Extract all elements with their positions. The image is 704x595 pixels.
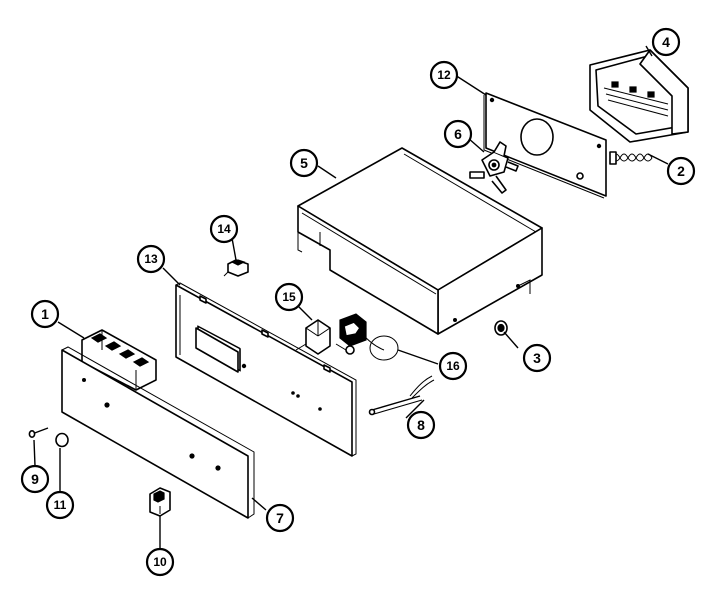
callout-11: 11 (45, 490, 75, 520)
part-rear-panel (483, 92, 607, 199)
callout-14: 14 (209, 214, 239, 244)
callout-11-label: 11 (54, 498, 67, 512)
callout-2: 2 (666, 156, 696, 186)
callout-10: 10 (145, 547, 175, 577)
callout-16: 16 (438, 351, 468, 381)
callout-5-label: 5 (300, 155, 308, 171)
callout-13: 13 (136, 244, 166, 274)
callout-3-label: 3 (533, 350, 541, 366)
callout-2-label: 2 (677, 163, 685, 179)
part-front-panel (61, 346, 255, 519)
callout-7-label: 7 (276, 510, 284, 526)
callout-7: 7 (265, 503, 295, 533)
part-screw (28, 427, 49, 438)
callout-5: 5 (289, 148, 319, 178)
part-probe-rod (368, 375, 435, 416)
callout-9-label: 9 (31, 471, 39, 487)
part-blower-assembly (469, 141, 519, 194)
callout-10-label: 10 (153, 555, 167, 569)
callout-9: 9 (20, 464, 50, 494)
callout-12-label: 12 (437, 68, 451, 82)
callout-12: 12 (429, 60, 459, 90)
callout-13-label: 13 (144, 252, 158, 266)
callout-1: 1 (30, 299, 60, 329)
callout-3: 3 (522, 343, 552, 373)
callout-6-label: 6 (454, 126, 462, 142)
callout-16-label: 16 (446, 359, 460, 373)
part-vent-housing (589, 49, 689, 143)
part-control-panel-frame (175, 282, 357, 457)
part-terminal-spring (609, 151, 653, 165)
leader-lines (33, 45, 669, 548)
callout-14-label: 14 (217, 222, 231, 236)
callout-8: 8 (406, 410, 436, 440)
part-cabinet-cover (297, 147, 543, 335)
callout-6: 6 (443, 119, 473, 149)
part-knob (55, 432, 69, 448)
part-switch-block (81, 329, 157, 391)
part-small-switch (223, 259, 249, 277)
part-nut (494, 320, 508, 336)
callout-1-label: 1 (41, 306, 49, 322)
part-clip (149, 487, 171, 517)
callout-15-label: 15 (282, 290, 296, 304)
callout-8-label: 8 (417, 417, 425, 433)
part-relay-block (295, 319, 331, 355)
part-motor (335, 313, 399, 361)
callout-4-label: 4 (662, 34, 670, 50)
callout-4: 4 (651, 27, 681, 57)
callout-15: 15 (274, 282, 304, 312)
